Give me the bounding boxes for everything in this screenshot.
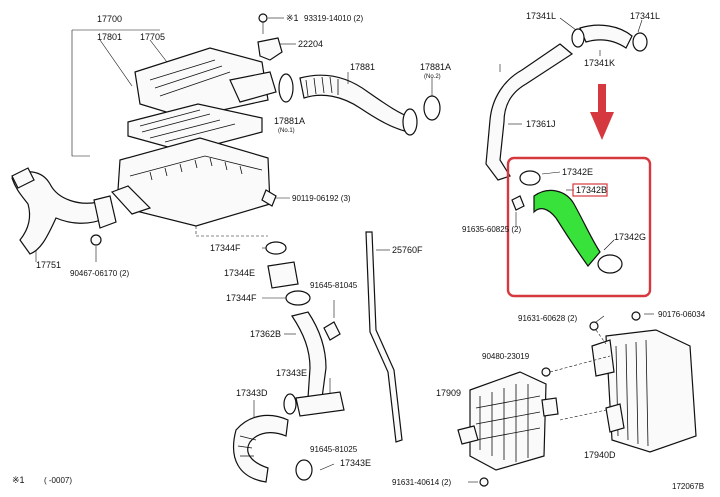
label-17362B: 17362B: [250, 329, 281, 339]
label-17343E-b: 17343E: [340, 458, 371, 468]
callout-arrow: [590, 84, 614, 140]
label-17342G: 17342G: [614, 232, 646, 242]
label-17343E-a: 17343E: [276, 368, 307, 378]
label-17342E: 17342E: [562, 167, 593, 177]
label-17700: 17700: [97, 14, 122, 24]
resonator-17940D: [541, 311, 697, 453]
footnote-text: ( -0007): [44, 476, 72, 485]
label-17341L-b: 17341L: [630, 11, 660, 21]
dipstick-25760F: [365, 231, 403, 443]
label-17801: 17801: [97, 32, 122, 42]
label-91631-b: 91631-40614 (2): [392, 478, 451, 487]
label-17341K: 17341K: [584, 58, 615, 68]
label-91645-a: 91645-81045: [310, 281, 358, 290]
label-17705: 17705: [140, 32, 165, 42]
label-90176: 90176-06034: [658, 310, 706, 319]
label-17909: 17909: [436, 388, 461, 398]
resonator-17909: [457, 371, 559, 471]
intake-hose-17881: [278, 72, 441, 136]
label-90480: 90480-23019: [482, 352, 530, 361]
label-17881A-no1-sub: (No.1): [278, 128, 295, 134]
figure-code: 172067B: [672, 482, 704, 491]
label-17881A-no1: 17881A: [274, 116, 305, 126]
label-25760F: 25760F: [392, 245, 423, 255]
sensor-22204: [257, 13, 296, 61]
label-17343D: 17343D: [236, 388, 268, 398]
highlight-box: [506, 156, 652, 298]
pipe-17361J: [485, 43, 574, 181]
label-17344F-a: 17344F: [210, 243, 241, 253]
hose-17341K: [559, 17, 648, 56]
label-17341L-a: 17341L: [526, 11, 556, 21]
label-17881A-no2: 17881A: [420, 62, 451, 72]
label-17361J: 17361J: [526, 119, 556, 129]
pipe-17362B: [283, 300, 345, 417]
label-90467: 90467-06170 (2): [70, 269, 129, 278]
label-91631-a: 91631-60628 (2): [518, 314, 577, 323]
label-17881: 17881: [350, 62, 375, 72]
hose-17343D: [232, 400, 335, 483]
label-91645-b: 91645-81025: [310, 445, 358, 454]
label-22204: 22204: [298, 39, 323, 49]
label-91635: 91635-60825 (2): [462, 225, 521, 234]
label-star-ref: ※1: [286, 13, 299, 23]
air-cleaner-assembly: [71, 29, 290, 237]
label-17344E: 17344E: [224, 268, 255, 278]
label-17940D: 17940D: [584, 450, 616, 460]
label-17342B: 17342B: [576, 185, 607, 195]
label-90119: 90119-06192 (3): [292, 194, 351, 203]
label-17342B-frame: [572, 183, 608, 197]
label-17751: 17751: [36, 260, 61, 270]
clamp-group-17344: [262, 241, 311, 306]
footnote-star: ※1: [12, 475, 25, 485]
label-17881A-no2-sub: (No.2): [424, 74, 441, 80]
part-labels: 17700 17801 17705 ※1 93319-14010 (2) 222…: [12, 11, 706, 491]
intake-duct-17751: [11, 167, 117, 262]
label-93319: 93319-14010 (2): [304, 14, 363, 23]
label-17344F-b: 17344F: [226, 293, 257, 303]
highlighted-hose-17342B: [511, 170, 623, 274]
